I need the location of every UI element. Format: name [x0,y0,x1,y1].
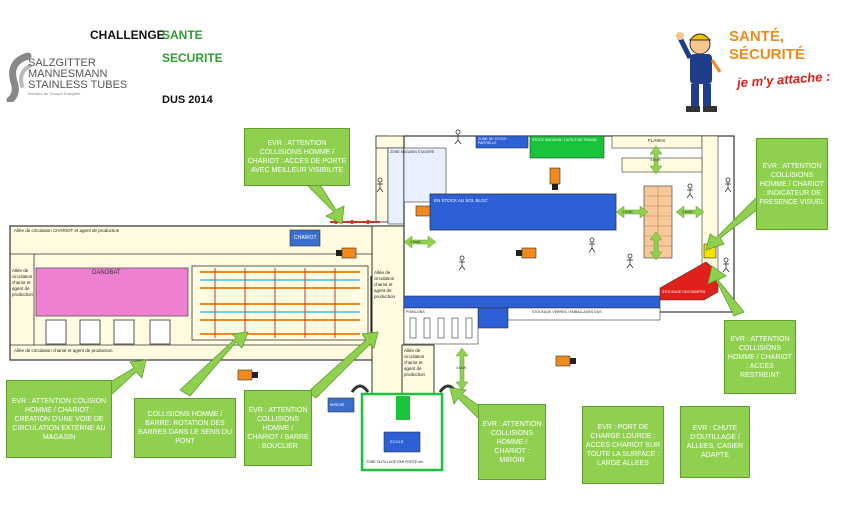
allee-mid-label: Allée de circulation chariot et agent de… [374,270,396,299]
note-barres: COLLISIONS HOMME / BARRE: ROTATION DES B… [134,398,236,458]
stock-green [529,135,605,159]
central-stock [429,193,617,231]
worker-figures [376,129,732,273]
central-stock-label: EN STOCK AU SOL BLOC [434,198,488,203]
allee-small-label: Allée de circulation chariot et agent de… [404,348,426,377]
sante-label: SANTE [162,28,203,42]
note-indicateur: EVR : ATTENTION COLLISIONS HOMME / CHARI… [756,138,828,230]
slogan: SANTÉ, SÉCURITÉ [729,28,805,64]
ramp-label: STOCKAGE DES RAMPES [662,290,706,294]
stock-top1-label: ZONE DE STOCK PARTIELLE [478,137,507,145]
note-miroir: EVR : ATTENTION COLLISIONS HOMME / CHARI… [478,404,546,480]
allee-top-label: Allée de circulation CHARIOT et agent de… [14,228,120,233]
speed-label-1: 4 km/h [410,240,421,244]
poincons-label: POINCONS [406,310,425,314]
bottom-blue-label: STOCKAGE VERRES / EMBALLAGES DUS [532,310,602,314]
slogan-line-2: SÉCURITÉ [729,46,805,63]
danobat-label: DANOBAT [92,270,121,276]
slogan-line-1: SANTÉ, [729,28,785,45]
note-voie-externe: EVR : ATTENTION COLISION HOMME / CHARIOT… [6,380,112,458]
dus-label: DUS 2014 [162,94,213,106]
salzgitter-logo-icon [4,52,36,104]
worker-mascot-icon [676,28,726,116]
securite-label: SECURITE [162,51,223,65]
note-chute: EVR : CHUTE D'OUTILLAGE / ALLEES, CASIER… [680,406,750,478]
note-bouclier: EVR : ATTENTION COLLISIONS HOMME / CHARI… [244,390,312,466]
logo-line-4: Membre du Groupe Salzgitter [28,91,81,96]
speed-label-4: 4 km/h [650,158,661,162]
chariot-box-label: CHARIOT [294,235,317,241]
stock-green-label: STOCK MAGASIN / OUTILS DE TRAVAIL [532,138,598,142]
stock-top2-label: ZONE MAGASIN ETAGERE [390,150,435,154]
note-acces-restreint: EVR : ATTENTION COLLISIONS HOMME / CHARI… [724,320,796,394]
logo-line-1: SALZGITTER [28,57,96,69]
logo-line-3: STAINLESS TUBES [28,79,128,91]
speed-label-5: 4 km/h [456,366,467,370]
challenge-label: CHALLENGE [90,28,165,42]
ecole-box-label: ECOLE [390,439,404,444]
flasks-label: FLASKS [648,138,666,143]
chariot-box [289,229,321,247]
speed-label-3: 4 km/h [682,210,693,214]
note-port-charge: EVR : PORT DE CHARGE LOURDE : ACCES CHAR… [582,406,664,484]
allee-left-label: Allée de circulation chariot et agent de… [12,268,34,297]
miroir-box [327,397,355,413]
speed-label-2: 4 km/h [622,210,633,214]
tool-zone-label: ZONE OUTILLAGE PAR PORTE etc. [366,460,424,464]
allee-bottom-label: Allée de circulation chariot et agent de… [14,348,113,353]
forklift-icons [237,167,576,381]
logo-line-2: MANNESMANN [28,68,108,80]
logo-text: SALZGITTER MANNESMANN STAINLESS TUBES Me… [28,58,127,97]
danobat-machine [35,267,189,317]
miroir-box-label: MIROIR [330,402,345,407]
ecole-box [383,431,421,453]
note-acces-droite: EVR : ATTENTION COLLISIONS HOMME / CHARI… [244,128,350,186]
